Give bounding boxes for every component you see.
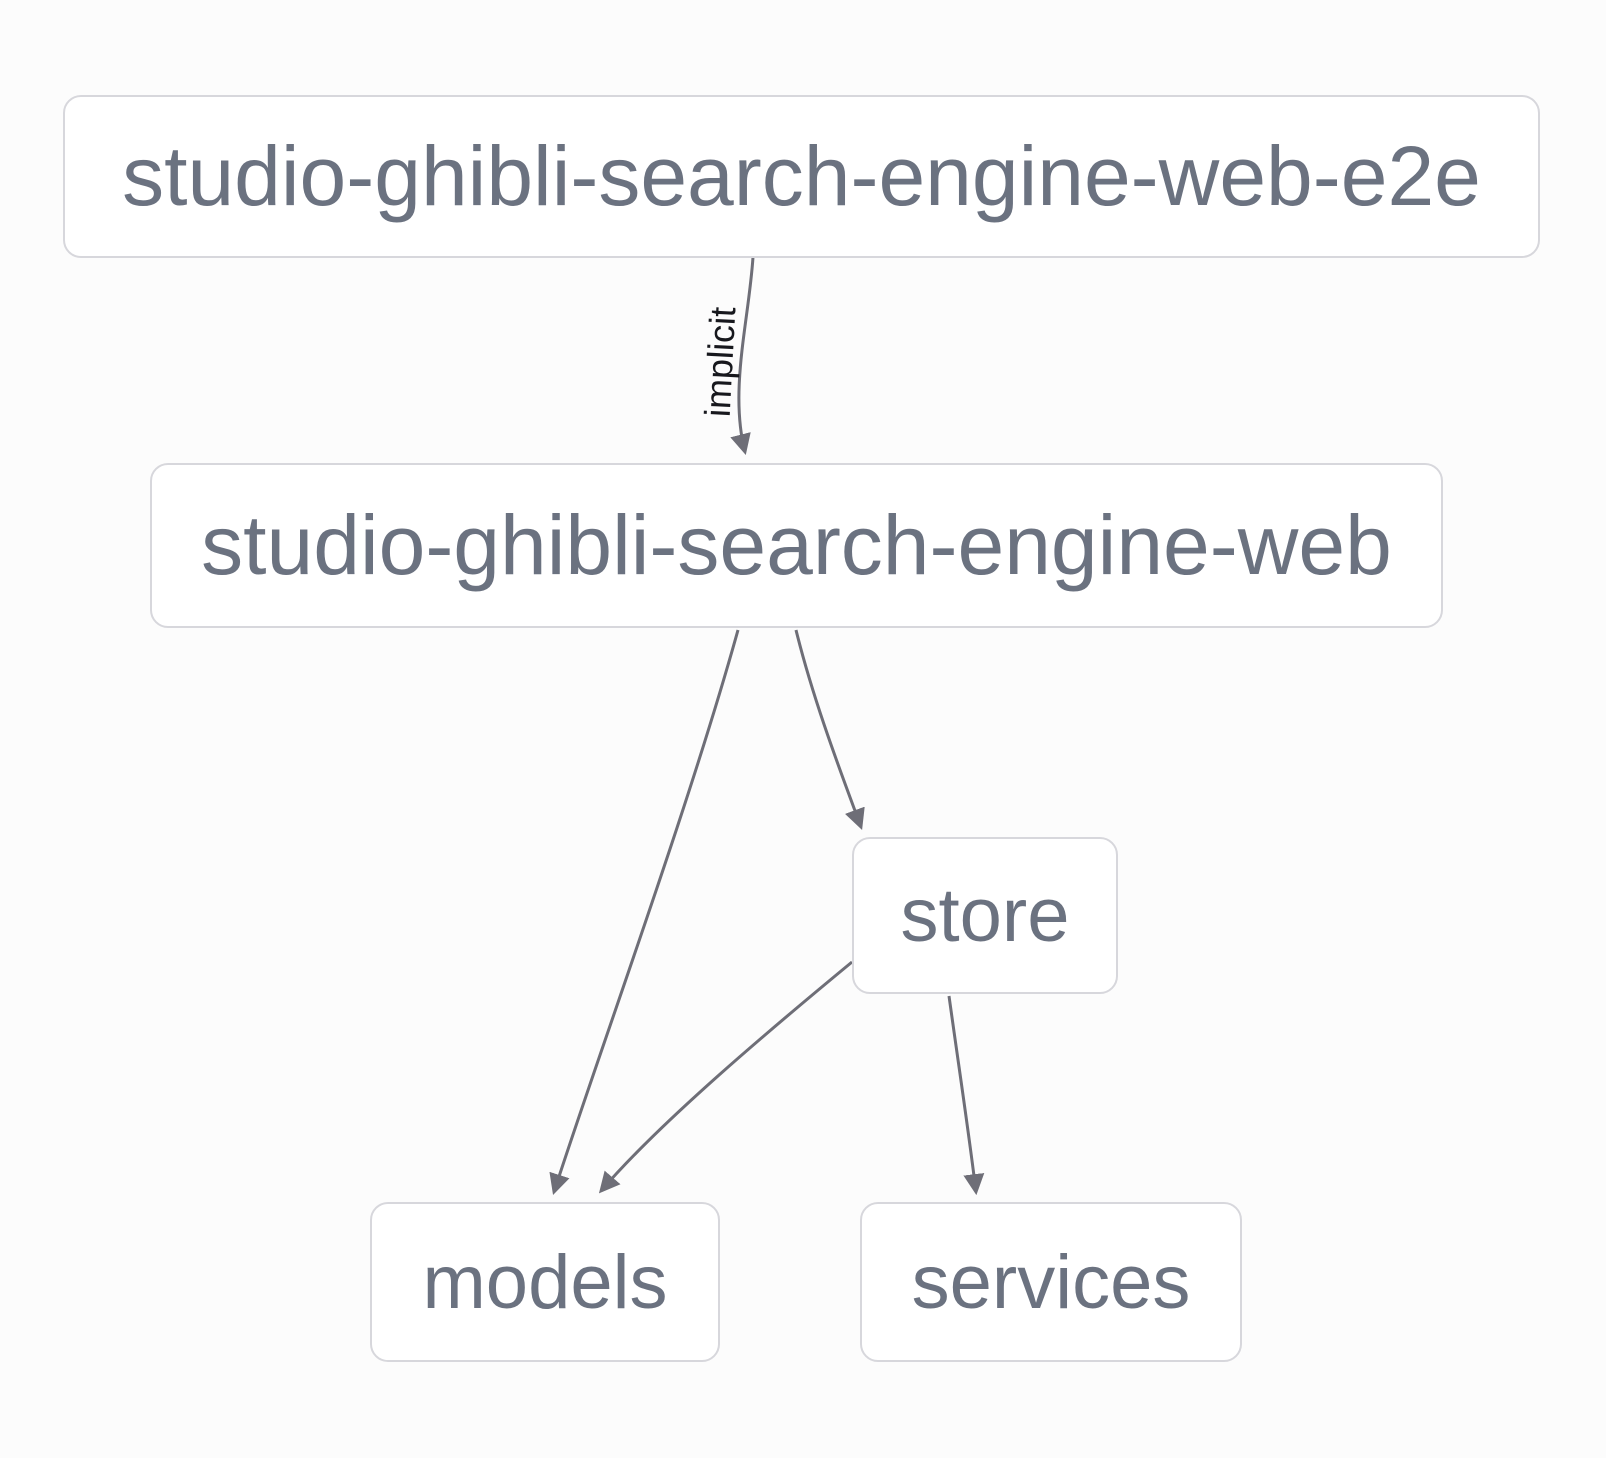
node-store[interactable]: store [852, 837, 1118, 994]
edge-store-to-models [598, 960, 853, 1194]
node-studio-ghibli-search-engine-web-e2e[interactable]: studio-ghibli-search-engine-web-e2e [63, 95, 1540, 258]
node-label: store [900, 873, 1070, 958]
node-services[interactable]: services [860, 1202, 1242, 1362]
node-studio-ghibli-search-engine-web[interactable]: studio-ghibli-search-engine-web [150, 463, 1443, 628]
node-models[interactable]: models [370, 1202, 720, 1362]
edge-web-to-models [549, 629, 740, 1195]
edge-web-to-store [794, 629, 865, 830]
node-label: services [911, 1239, 1191, 1325]
edge-label-implicit: implicit [697, 306, 744, 418]
node-label: studio-ghibli-search-engine-web-e2e [122, 129, 1481, 223]
node-label: studio-ghibli-search-engine-web [201, 498, 1392, 592]
edge-store-to-services [947, 995, 985, 1196]
edge-e2e-to-web [730, 256, 755, 456]
node-label: models [422, 1239, 668, 1325]
